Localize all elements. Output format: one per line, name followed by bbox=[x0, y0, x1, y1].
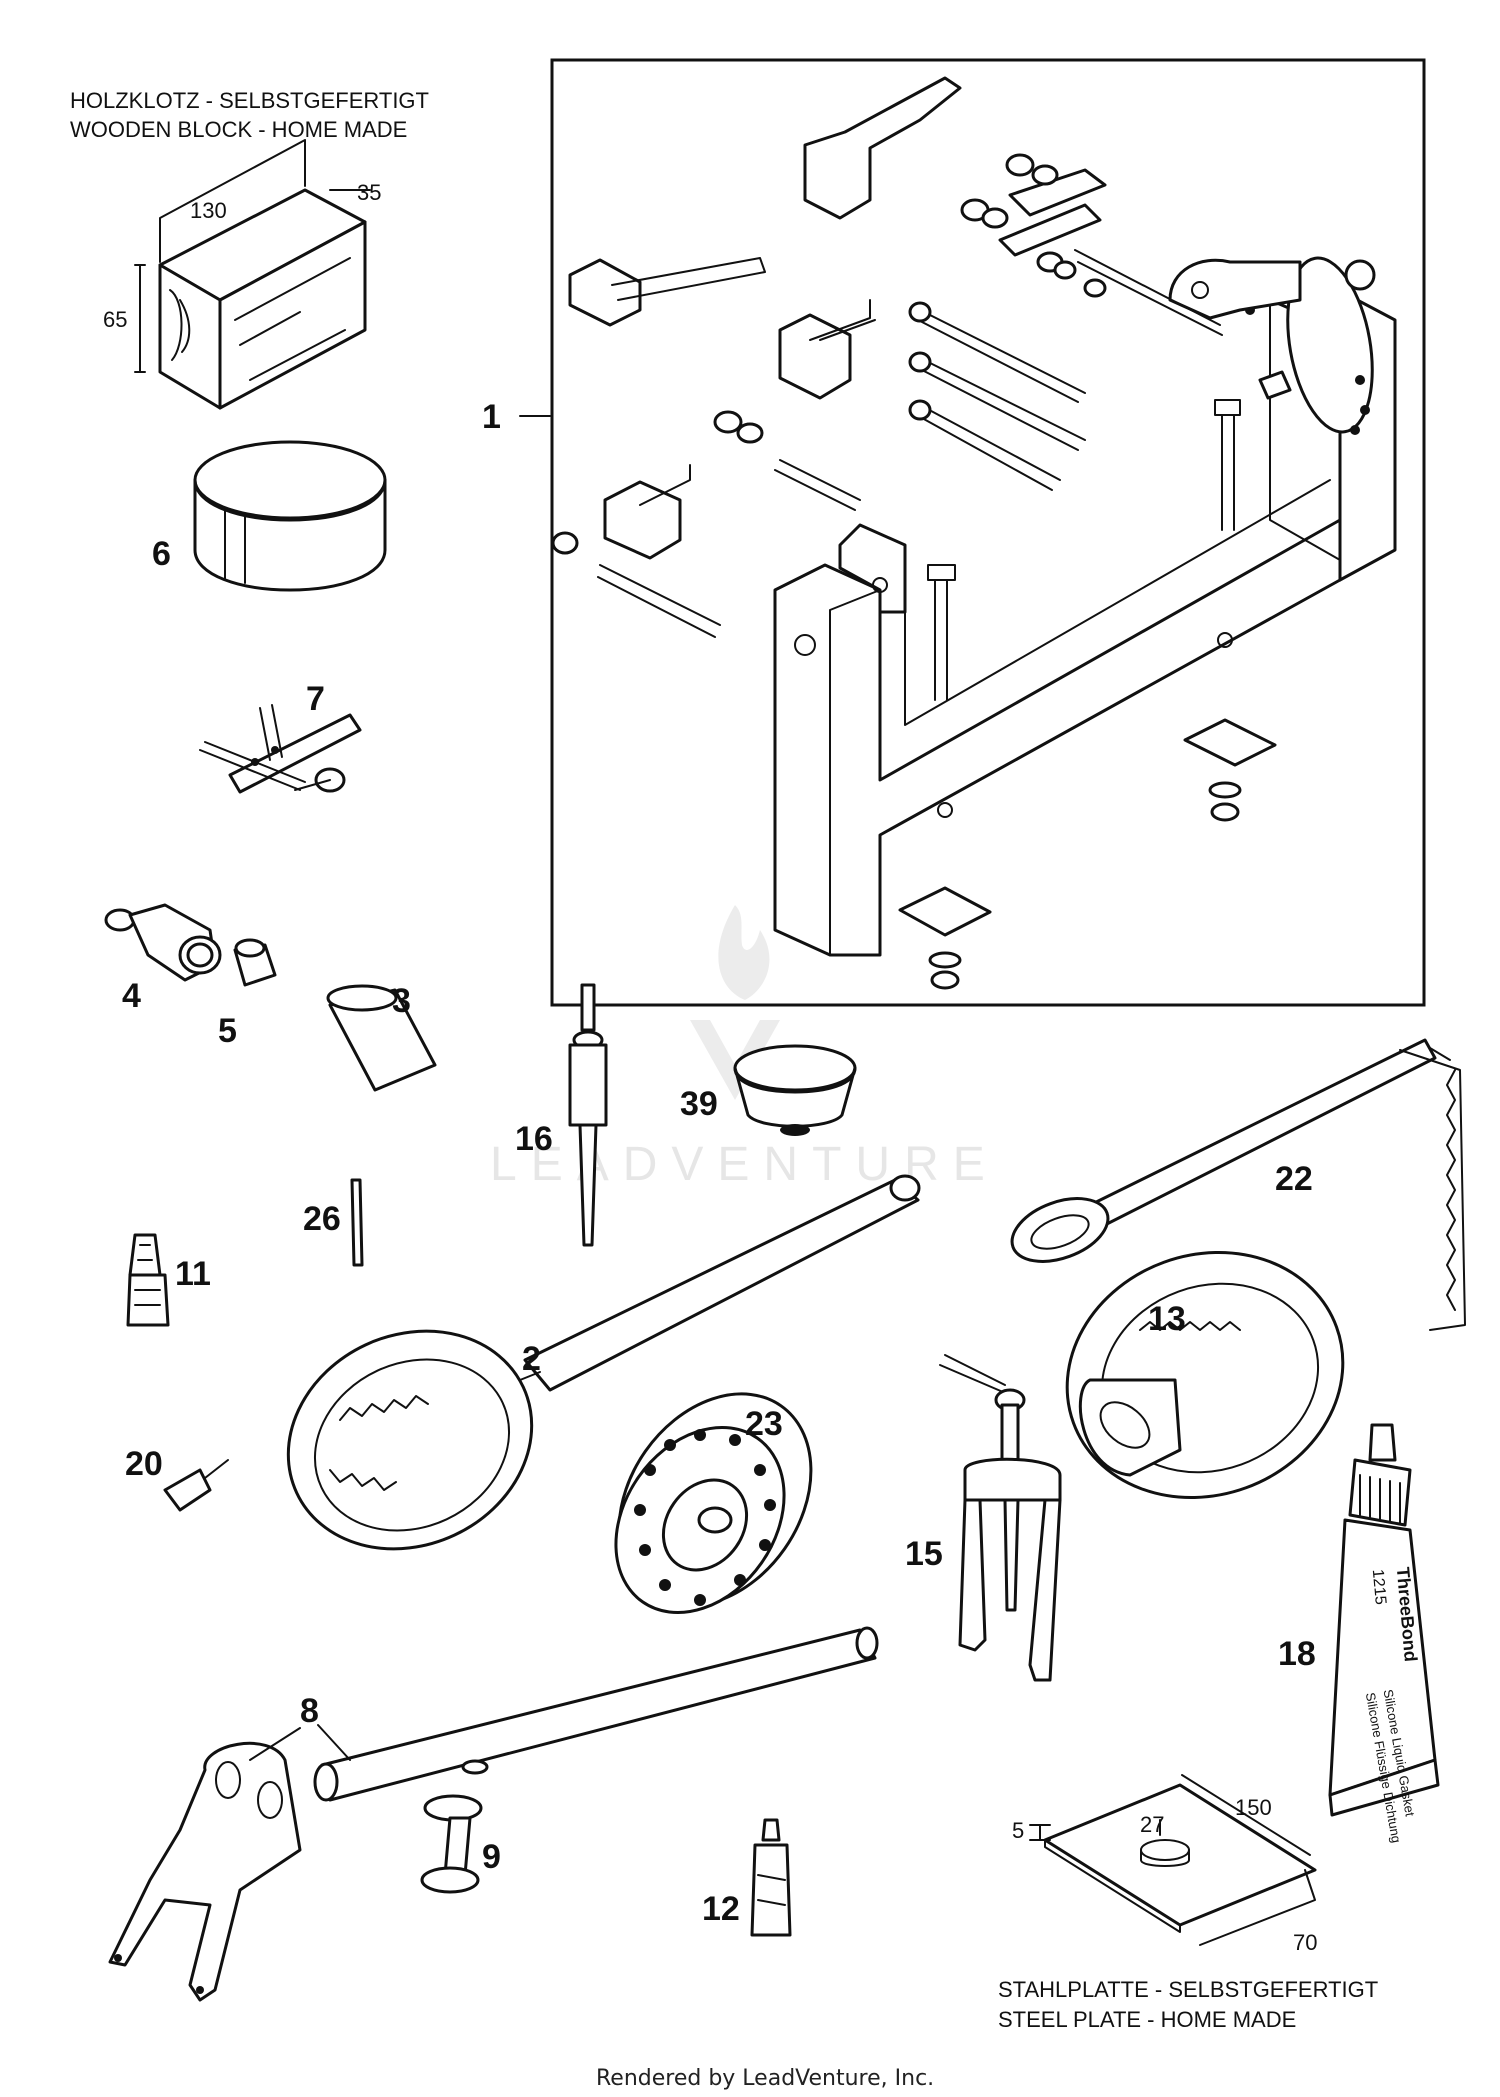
part-2-label: 2 bbox=[522, 1340, 541, 1378]
plate-dim-length: 150 bbox=[1235, 1795, 1272, 1820]
part-1-label: 1 bbox=[482, 398, 501, 436]
part-23-holder bbox=[614, 1392, 813, 1615]
part-39-cup bbox=[733, 1044, 857, 1136]
part-7-bracket bbox=[199, 704, 362, 794]
part-6-ring bbox=[193, 440, 387, 592]
wood-dim-width: 35 bbox=[357, 180, 381, 205]
watermark-v-icon bbox=[690, 1020, 780, 1100]
wood-caption-de: HOLZKLOTZ - SELBSTGEFERTIGT bbox=[70, 88, 429, 113]
part-4-label: 4 bbox=[122, 977, 141, 1015]
part-4-tool bbox=[104, 903, 222, 982]
wooden-block bbox=[134, 139, 371, 410]
part-22-chain-wrench bbox=[1010, 1038, 1466, 1331]
part-12-label: 12 bbox=[702, 1890, 740, 1928]
steel-caption-de: STAHLPLATTE - SELBSTGEFERTIGT bbox=[998, 1977, 1378, 2002]
part-7-label: 7 bbox=[306, 680, 325, 718]
part-3-sleeve bbox=[326, 984, 437, 1092]
part-16-label: 16 bbox=[515, 1120, 553, 1158]
part-12-bottle bbox=[750, 1818, 792, 1937]
wood-dim-height: 65 bbox=[103, 307, 127, 332]
part-3-label: 3 bbox=[392, 982, 411, 1020]
part-9-label: 9 bbox=[482, 1838, 501, 1876]
watermark-text: LEADVENTURE bbox=[490, 1138, 999, 1191]
part-13-label: 13 bbox=[1148, 1300, 1186, 1338]
part-22-label: 22 bbox=[1275, 1160, 1313, 1198]
part-18-tube: ThreeBond 1215 Silicone Liquid Gasket Si… bbox=[1328, 1423, 1440, 1844]
part-20-bolt bbox=[163, 1459, 229, 1512]
part-11-bottle bbox=[126, 1233, 170, 1327]
tube-code: 1215 bbox=[1369, 1569, 1389, 1606]
plate-dim-thickness: 5 bbox=[1012, 1818, 1024, 1843]
engine-stand bbox=[551, 76, 1397, 990]
part-11-label: 11 bbox=[175, 1255, 211, 1293]
plate-dim-hole: 27 bbox=[1140, 1812, 1164, 1837]
wood-caption-en: WOODEN BLOCK - HOME MADE bbox=[70, 117, 407, 142]
part-5-label: 5 bbox=[218, 1012, 237, 1050]
watermark-flame-icon bbox=[718, 905, 770, 1000]
part-15-puller bbox=[939, 1354, 1062, 1682]
watermark: LEADVENTURE bbox=[490, 905, 999, 1191]
part-18-label: 18 bbox=[1278, 1635, 1316, 1673]
part-6-label: 6 bbox=[152, 535, 171, 573]
plate-dim-width: 70 bbox=[1293, 1930, 1317, 1955]
footer-credit: Rendered by LeadVenture, Inc. bbox=[596, 2066, 934, 2091]
part-23-label: 23 bbox=[745, 1405, 783, 1443]
part-16-slide-hammer bbox=[568, 983, 608, 1247]
part-9-bracket bbox=[420, 1794, 483, 1894]
steel-plate bbox=[1029, 1774, 1317, 1946]
steel-caption-en: STEEL PLATE - HOME MADE bbox=[998, 2007, 1296, 2032]
wood-dim-length: 130 bbox=[190, 198, 227, 223]
part-15-label: 15 bbox=[905, 1535, 943, 1573]
part-2-clutch-holder bbox=[286, 1174, 921, 1551]
part-1-frame bbox=[550, 58, 1426, 1007]
part-39-label: 39 bbox=[680, 1085, 718, 1123]
part-8-label: 8 bbox=[300, 1692, 319, 1730]
part-5-bushing bbox=[233, 938, 277, 987]
part-26-pin bbox=[350, 1178, 364, 1267]
part-20-label: 20 bbox=[125, 1445, 163, 1483]
part-8-holder bbox=[108, 1626, 879, 2002]
part-13-ring-holder bbox=[1065, 1250, 1345, 1500]
part-26-label: 26 bbox=[303, 1200, 341, 1238]
